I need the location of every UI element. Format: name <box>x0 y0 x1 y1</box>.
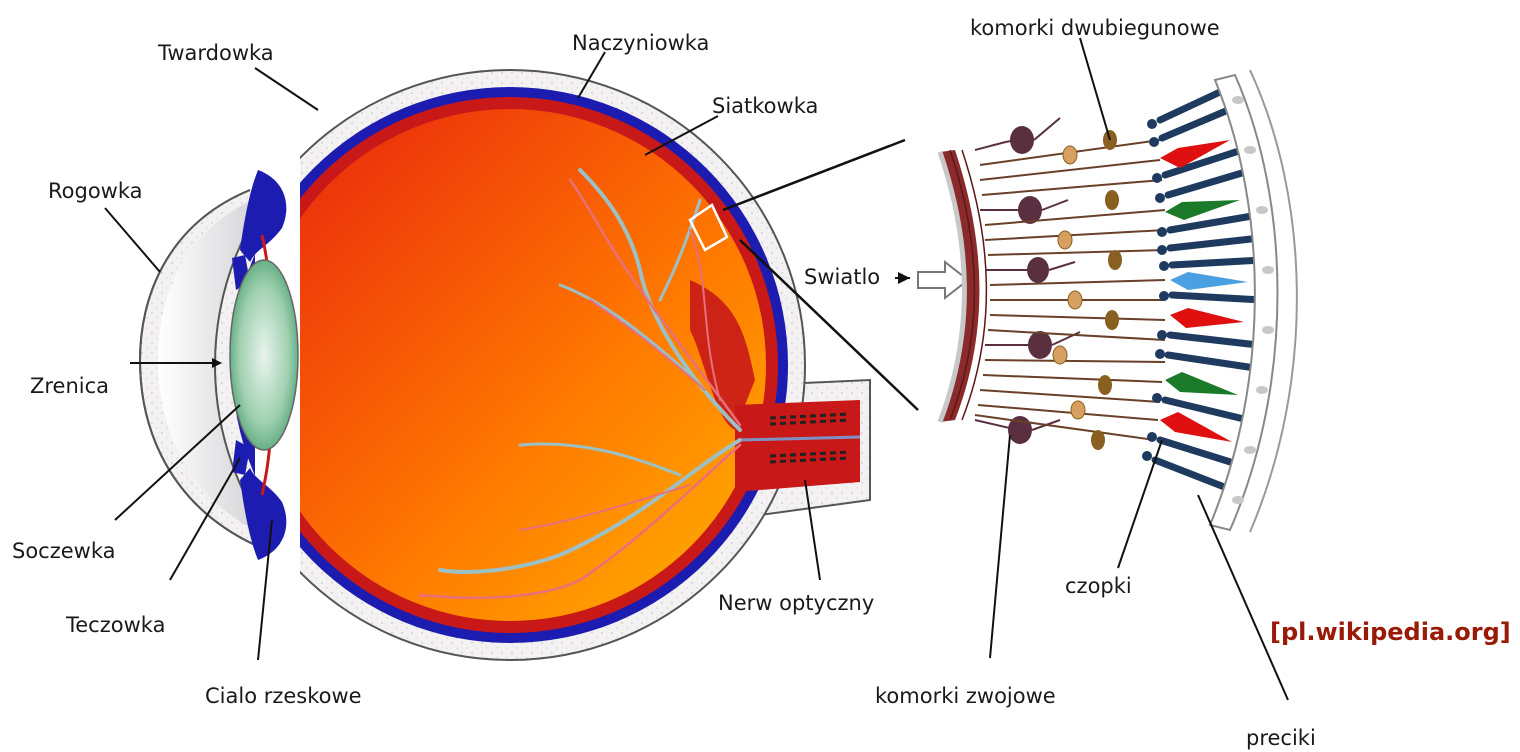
lens <box>230 260 298 450</box>
light-arrow-icon <box>918 262 968 298</box>
cone-green <box>1165 372 1238 395</box>
label-rogowka: Rogowka <box>48 179 143 203</box>
cone-blue <box>1170 272 1248 290</box>
label-naczyniowka: Naczyniowka <box>572 31 709 55</box>
cone-red <box>1170 308 1244 328</box>
eye-cross-section <box>140 70 870 660</box>
label-siatkowka: Siatkowka <box>712 94 818 118</box>
label-czopki: czopki <box>1065 574 1132 598</box>
retina-layers <box>940 70 1297 532</box>
label-twardowka: Twardowka <box>157 41 274 65</box>
label-komorki-zwojowe: komorki zwojowe <box>875 684 1056 708</box>
label-swiatlo: Swiatlo <box>804 265 880 289</box>
label-teczowka: Teczowka <box>65 613 165 637</box>
source-credit: [pl.wikipedia.org] <box>1270 618 1511 646</box>
zoom-line-top <box>723 140 905 210</box>
label-preciki: preciki <box>1246 726 1316 750</box>
label-nerw-optyczny: Nerw optyczny <box>718 591 874 615</box>
vitreous-body <box>254 109 766 621</box>
label-soczewka: Soczewka <box>12 539 116 563</box>
label-komorki-dwubiegunowe: komorki dwubiegunowe <box>970 16 1220 40</box>
label-cialo-rzeskowe: Cialo rzeskowe <box>205 684 362 708</box>
label-zrenica: Zrenica <box>30 374 109 398</box>
